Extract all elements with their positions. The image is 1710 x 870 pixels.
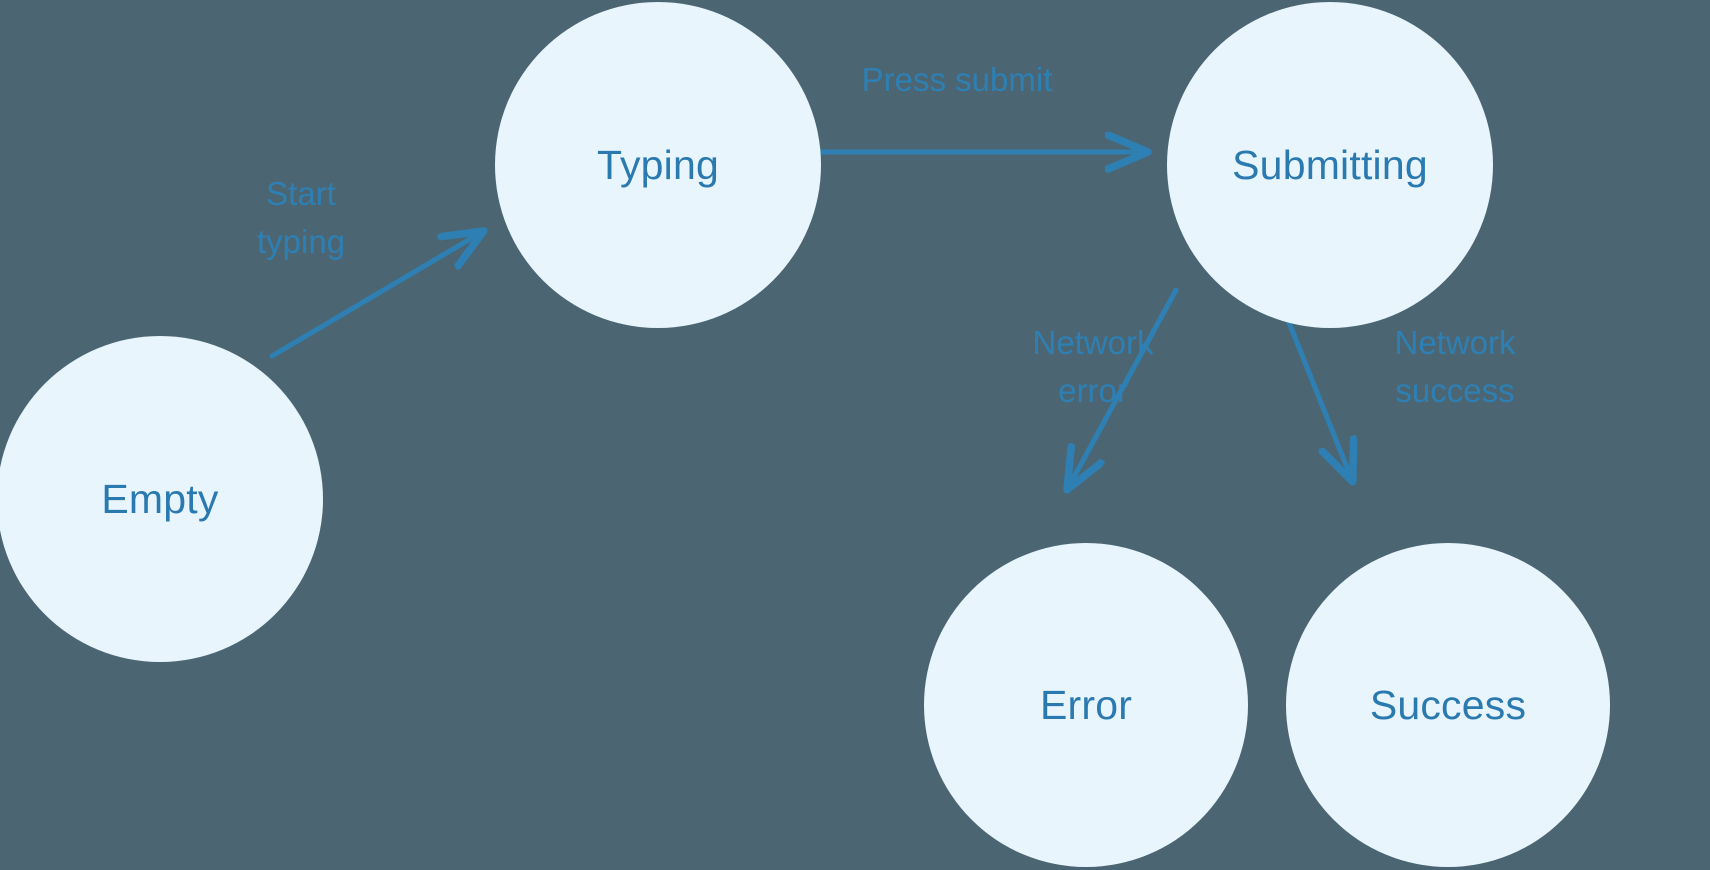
state-node-typing-label: Typing bbox=[597, 141, 719, 188]
state-node-submitting[interactable]: Submitting bbox=[1167, 2, 1493, 328]
state-node-typing[interactable]: Typing bbox=[495, 2, 821, 328]
state-node-empty-label: Empty bbox=[101, 475, 219, 522]
edge-empty-to-typing bbox=[269, 232, 482, 359]
state-node-submitting-label: Submitting bbox=[1232, 141, 1428, 188]
state-node-success-label: Success bbox=[1369, 681, 1527, 728]
edge-submitting-to-error bbox=[1068, 287, 1179, 488]
state-node-empty[interactable]: Empty bbox=[0, 336, 323, 662]
state-node-success[interactable]: Success bbox=[1286, 543, 1610, 867]
edge-submitting-to-success bbox=[1277, 297, 1352, 480]
state-node-error-label: Error bbox=[1039, 681, 1133, 728]
state-node-error[interactable]: Error bbox=[924, 543, 1248, 867]
